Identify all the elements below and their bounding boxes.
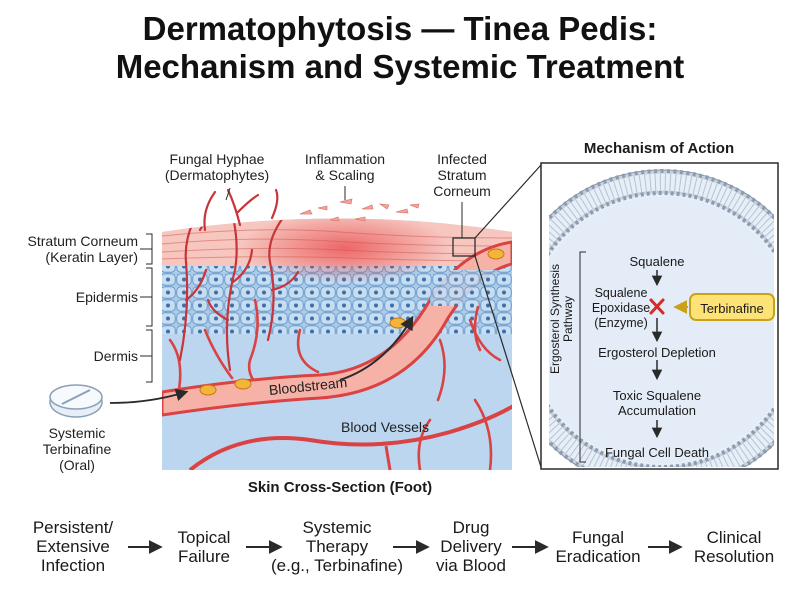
infected-stratum-label: Infected Stratum Corneum (433, 151, 491, 199)
fungal-hyphae (178, 218, 300, 372)
terbinafine-pill (49, 384, 103, 418)
flow-step-5: Fungal Eradication (555, 528, 641, 566)
block-x-icon (649, 298, 665, 315)
epidermis-label: Epidermis (75, 289, 138, 305)
squalene-label: Squalene (629, 254, 685, 269)
title-line-2: Mechanism and Systemic Treatment (115, 48, 685, 85)
pathway-label: Ergosterol Synthesis Pathway (548, 263, 575, 375)
fungal-cell-death-label: Fungal Cell Death (604, 445, 710, 460)
terbinafine-inhibitor-box: Terbinafine (689, 293, 775, 321)
squalene-epoxidase-label: Squalene Epoxidase (Enzyme) (591, 286, 651, 330)
skin-scales (299, 198, 420, 222)
ergosterol-depletion-label: Ergosterol Depletion (598, 345, 716, 360)
hyphae-label: Fungal Hyphae (Dermatophytes) (164, 151, 270, 183)
layer-brackets (140, 233, 153, 383)
flow-step-2: Topical Failure (177, 528, 231, 566)
dermis-label: Dermis (93, 348, 138, 364)
stratum-corneum-label: Stratum Corneum (Keratin Layer) (27, 233, 138, 265)
skin-cross-section (162, 218, 512, 470)
flow-step-4: Drug Delivery via Blood (436, 518, 506, 575)
flow-step-3: Systemic Therapy (e.g., Terbinafine) (271, 518, 403, 575)
flow-step-6: Clinical Resolution (693, 528, 775, 566)
skin-section-caption: Skin Cross-Section (Foot) (247, 479, 433, 496)
blood-vessel (188, 403, 512, 470)
inflammation-label: Inflammation & Scaling (304, 151, 386, 183)
inflammation-zone (240, 218, 450, 284)
mechanism-panel (540, 162, 779, 470)
cell-membrane (549, 169, 774, 467)
blood-vessels-label: Blood Vessels (341, 419, 429, 435)
flow-step-1: Persistent/ Extensive Infection (32, 518, 114, 575)
page-title: Dermatophytosis — Tinea Pedis: Mechanism… (0, 10, 800, 86)
mechanism-title: Mechanism of Action (583, 140, 735, 157)
title-line-1: Dermatophytosis — Tinea Pedis: (142, 10, 658, 47)
toxic-squalene-label: Toxic Squalene Accumulation (612, 388, 702, 418)
systemic-terbinafine-label: Systemic Terbinafine (Oral) (42, 425, 112, 473)
bloodstream-vessel (162, 240, 512, 417)
